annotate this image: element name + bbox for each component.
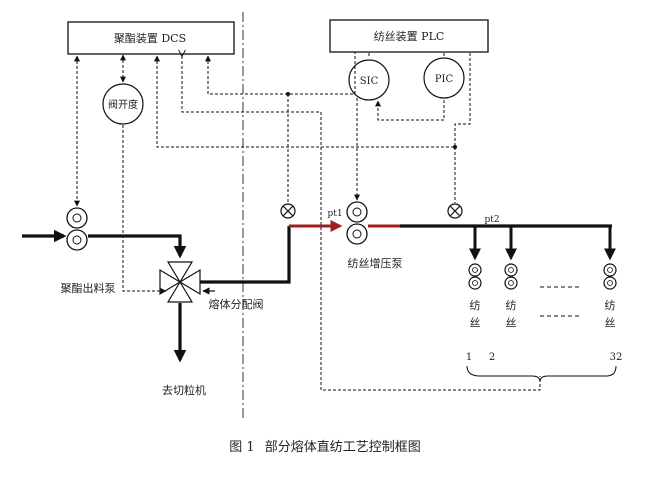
spinneret-number-1: 1 [466, 352, 472, 363]
spinneret-number-2: 2 [489, 352, 495, 363]
sic-label: SIC [360, 76, 379, 87]
figure-number: 图 1 [229, 440, 255, 455]
spinneret-1-icon [468, 263, 482, 290]
spin-pump-label: 纺丝增压泵 [348, 256, 403, 270]
pressure-transmitter-1-icon [280, 203, 296, 219]
dcs-label: 聚酯装置 DCS [114, 32, 186, 45]
signal-dcs-plc-1 [205, 52, 356, 95]
melt-distributor-valve-icon [159, 261, 201, 303]
booster-pump-icon [66, 207, 88, 251]
junction-dot-2 [453, 145, 457, 149]
spinneret-1-label-top: 纺丝 [470, 298, 481, 330]
signal-valvectl-to-distributor [122, 125, 167, 294]
spinneret-brace [466, 365, 617, 383]
booster-pump-label: 聚酯出料泵 [61, 281, 116, 295]
spinneret-number-32: 32 [610, 352, 623, 363]
figure-title: 部分熔体直纺工艺控制框图 [264, 440, 421, 455]
pic-label: PIC [435, 74, 454, 85]
dcs-box: 聚酯装置 DCS [67, 21, 235, 55]
pt1-label: pt1 [327, 209, 342, 219]
plc-label: 纺丝装置 PLC [374, 29, 445, 43]
sic-controller: SIC [348, 59, 390, 101]
valve-position-controller: 阀开度 [102, 83, 144, 125]
signal-dcs-to-distributor [182, 56, 541, 391]
spinneret-32-label-top: 纺丝 [605, 298, 616, 330]
melt-line-to-spin-pump [200, 226, 291, 284]
signal-dcs-plc-2 [154, 52, 471, 148]
figure-caption: 图 1 部分熔体直纺工艺控制框图 [0, 436, 650, 455]
spinneret-32-icon [603, 263, 617, 290]
spinneret-2-label-top: 纺丝 [506, 298, 517, 330]
spin-booster-pump-icon [346, 201, 368, 245]
valve-position-label: 阀开度 [108, 98, 138, 111]
signal-pic-to-sic [375, 100, 445, 121]
melt-line-to-distributor [88, 234, 187, 259]
pic-controller: PIC [423, 57, 465, 99]
plc-box: 纺丝装置 PLC [329, 19, 489, 53]
spinneret-2-icon [504, 263, 518, 290]
cutter-label: 去切粒机 [162, 383, 206, 397]
pressure-transmitter-2-icon [447, 203, 463, 219]
melt-distributor-label: 熔体分配阀 [209, 297, 264, 311]
pt2-label: pt2 [484, 215, 499, 225]
junction-dot-1 [286, 92, 290, 96]
